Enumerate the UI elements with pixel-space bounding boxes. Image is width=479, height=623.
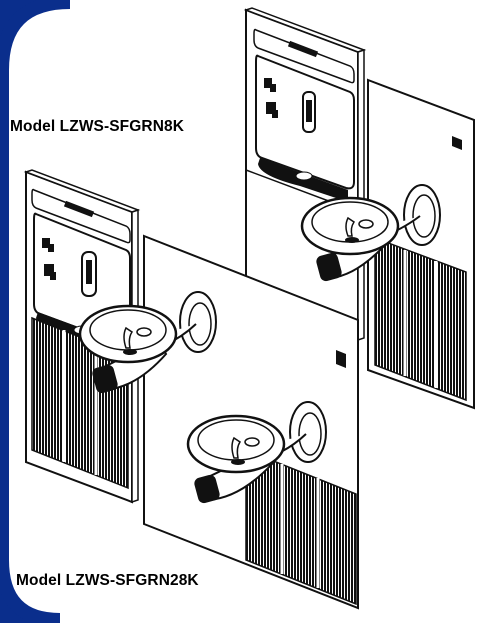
model-caption-bottom: Model LZWS-SFGRN28K xyxy=(16,572,199,589)
model-caption-top: Model LZWS-SFGRN8K xyxy=(10,118,185,135)
top-filler-icons xyxy=(264,78,316,133)
top-right-label-icon xyxy=(452,136,462,150)
blue-frame xyxy=(0,0,71,623)
top-right-grille xyxy=(374,236,467,402)
top-unit-illustration xyxy=(243,7,475,410)
bottom-unit-illustration xyxy=(23,169,359,610)
bottom-filler-icons xyxy=(42,238,97,297)
